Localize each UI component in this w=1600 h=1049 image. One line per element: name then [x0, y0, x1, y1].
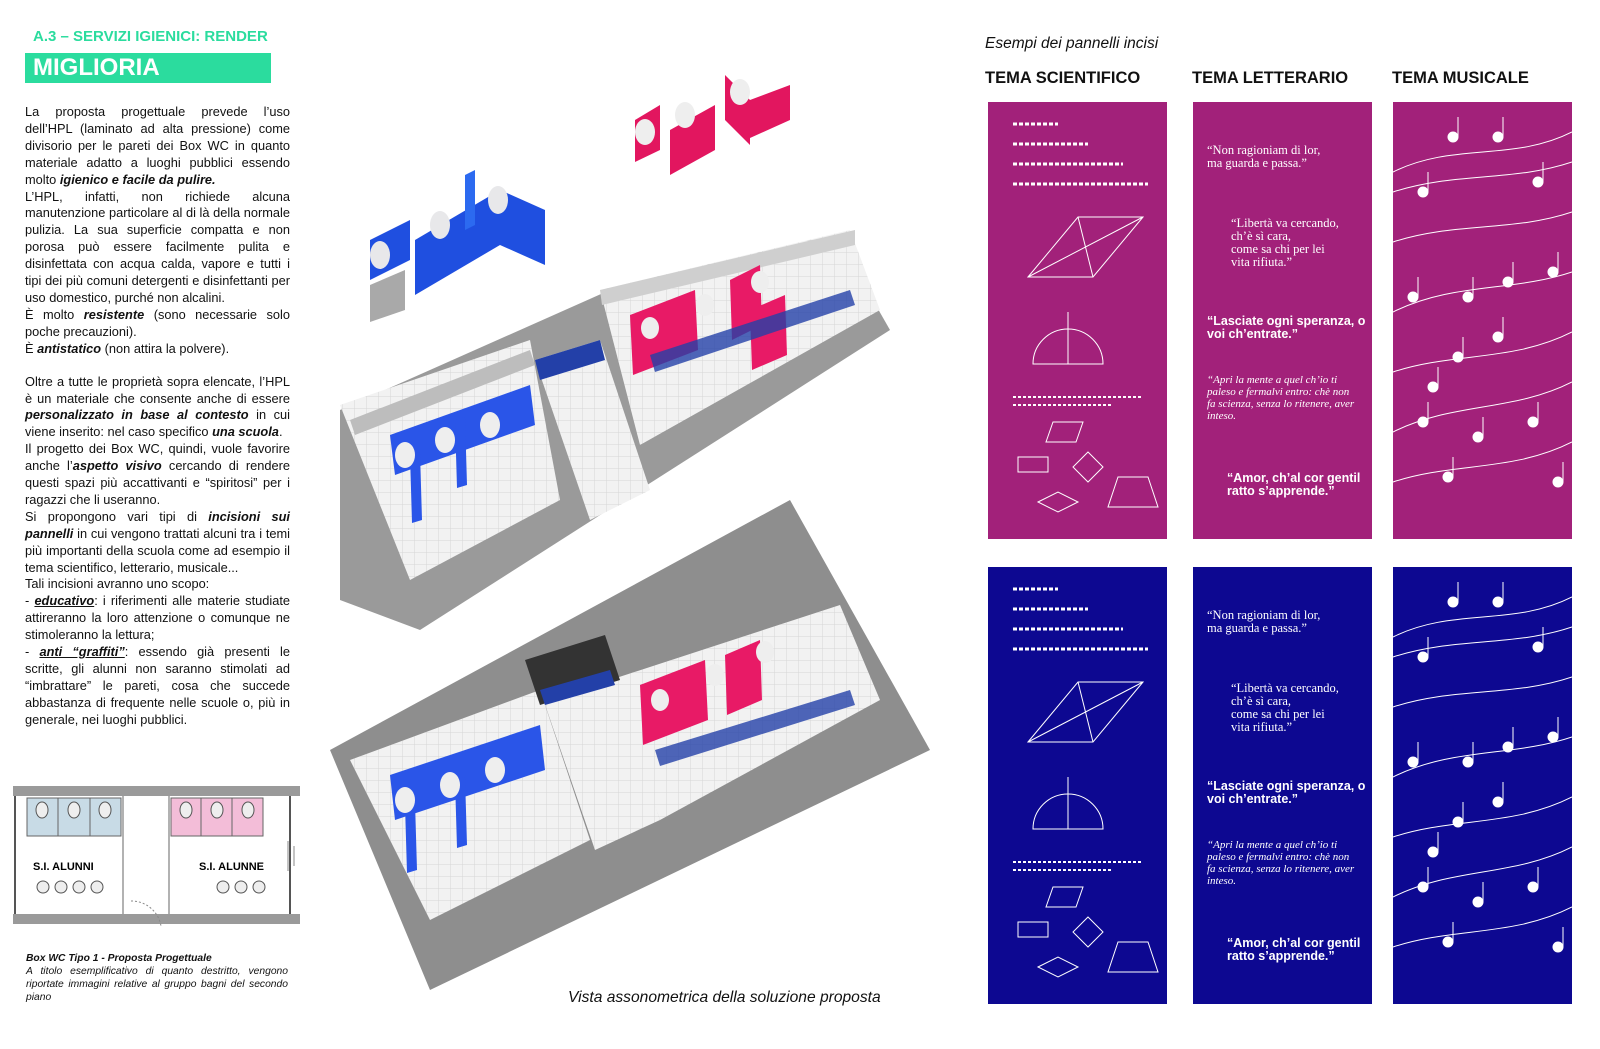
- plan-caption: Box WC Tipo 1 - Proposta Progettuale A t…: [26, 953, 288, 1003]
- section-title: A.3 – SERVIZI IGIENICI: RENDER: [33, 28, 268, 45]
- panels-title: Esempi dei pannelli incisi: [985, 35, 1159, 52]
- panel-literary-blue: “Non ragioniam di lor, ma guarda e passa…: [1193, 567, 1372, 1004]
- theme-musical: TEMA MUSICALE: [1392, 69, 1529, 87]
- theme-literary: TEMA LETTERARIO: [1192, 69, 1349, 87]
- panel-scientific-magenta: [988, 102, 1167, 539]
- plan-label-girls: S.I. ALUNNE: [199, 861, 264, 873]
- axonometric-caption: Vista assonometrica della soluzione prop…: [568, 989, 881, 1006]
- floor-plan: S.I. ALUNNI S.I. ALUNNE: [13, 786, 300, 927]
- migliora-badge: MIGLIORIA: [25, 53, 271, 83]
- panel-musical-blue: [1393, 567, 1572, 1004]
- plan-label-boys: S.I. ALUNNI: [33, 861, 94, 873]
- panel-musical-magenta: [1393, 102, 1572, 539]
- axonometric-render: [330, 75, 930, 990]
- panel-scientific-blue: [988, 567, 1167, 1004]
- theme-scientific: TEMA SCIENTIFICO: [985, 69, 1141, 87]
- description-text: La proposta progettuale prevede l’uso de…: [25, 104, 291, 727]
- panel-literary-magenta: “Non ragioniam di lor, ma guarda e passa…: [1193, 102, 1372, 539]
